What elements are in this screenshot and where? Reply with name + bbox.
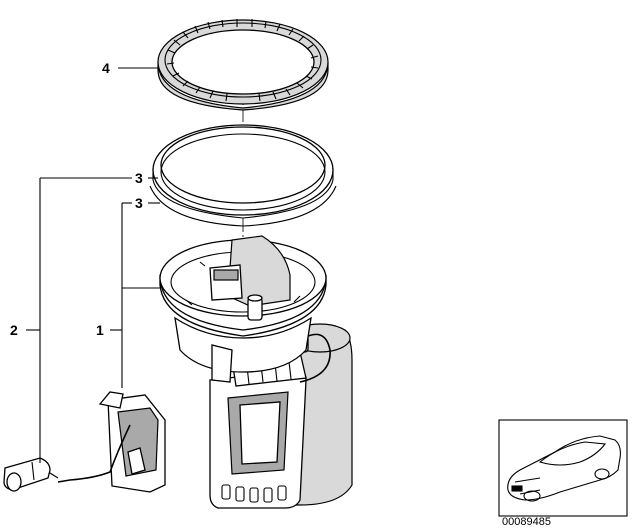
callout-2: 2	[10, 322, 18, 338]
part-3-seal-ring-lower[interactable]	[149, 185, 337, 227]
part-1-fuel-pump-assembly[interactable]	[159, 235, 353, 509]
callout-3-lower: 3	[135, 195, 143, 211]
part-4-retaining-ring[interactable]	[157, 19, 329, 111]
leader-lines	[26, 67, 160, 463]
part-2-fuel-level-sensor[interactable]	[3, 391, 166, 493]
car-outline-icon	[507, 435, 621, 502]
vehicle-locator-thumbnail: 00089485	[498, 419, 628, 528]
callout-4: 4	[102, 60, 110, 76]
diagram-reference-number: 00089485	[502, 516, 551, 528]
callout-1: 1	[96, 322, 104, 338]
callout-3-upper: 3	[135, 170, 143, 186]
part-3-seal-ring-upper[interactable]	[152, 124, 334, 219]
